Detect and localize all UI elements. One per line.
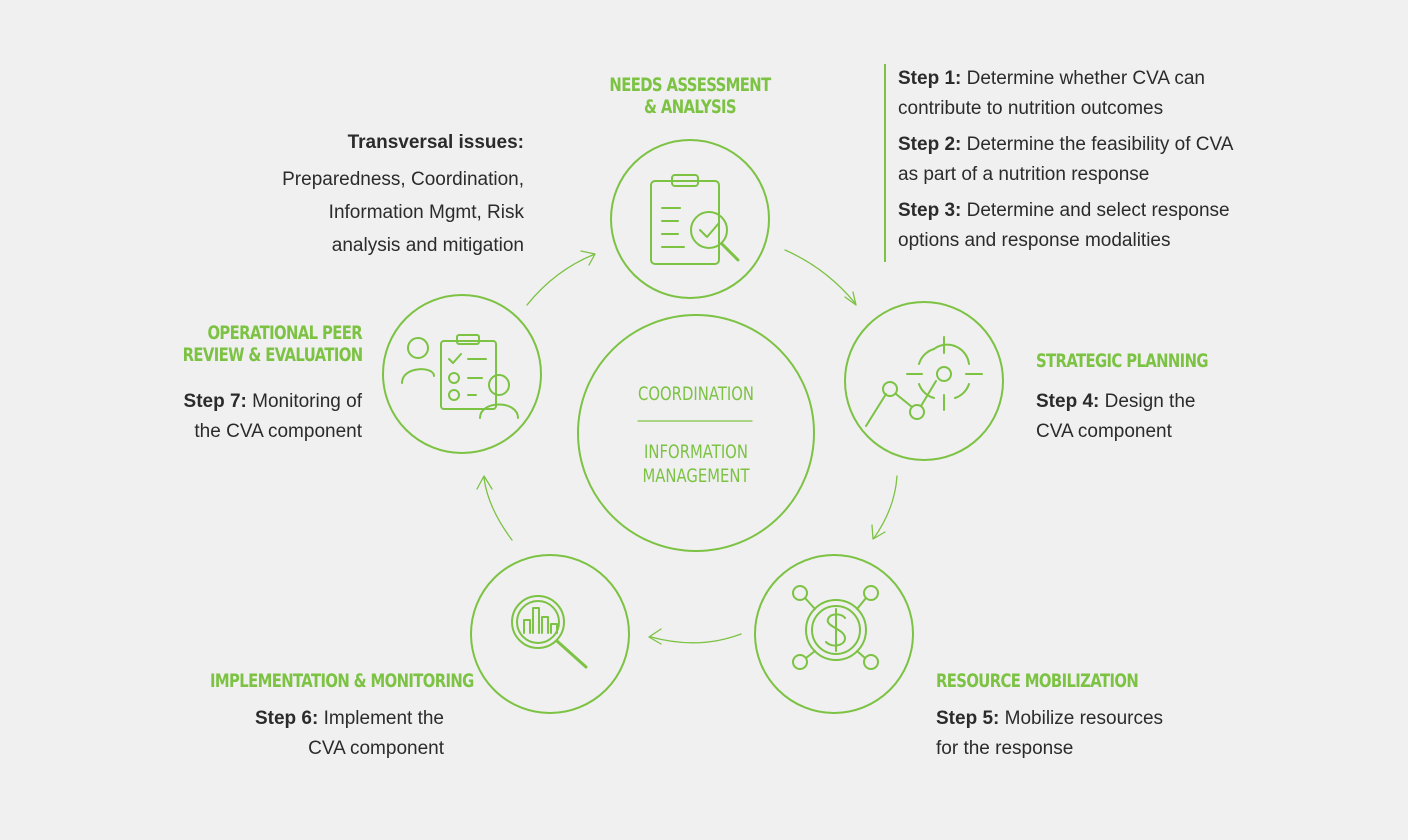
needs-assessment-steps: Step 1: Determine whether CVA can contri… xyxy=(884,64,1338,262)
step-6-text: Step 6: Implement the CVA component xyxy=(254,708,444,759)
arrow-needs-to-strategic xyxy=(784,249,857,306)
step-2-text: Step 2: Determine the feasibility of CVA… xyxy=(898,134,1234,185)
center-information-management-label: INFORMATION MANAGEMENT xyxy=(642,441,750,487)
strategic-planning-title: STRATEGIC PLANNING xyxy=(1036,350,1209,372)
peer-review-circle xyxy=(382,294,542,454)
transversal-heading: Transversal issues: xyxy=(347,132,524,153)
resource-mobilization-title: RESOURCE MOBILIZATION xyxy=(936,670,1139,692)
needs-assessment-circle xyxy=(610,139,770,299)
target-line-chart-icon xyxy=(865,336,983,427)
center-coordination-label: COORDINATION xyxy=(637,383,755,405)
arrow-resource-to-implementation xyxy=(648,628,742,645)
people-checklist-icon xyxy=(401,334,519,419)
center-circle xyxy=(577,314,815,552)
step-5-text: Step 5: Mobilize resources for the respo… xyxy=(936,708,1164,759)
step-1-text: Step 1: Determine whether CVA can contri… xyxy=(898,68,1205,119)
arrow-implementation-to-review xyxy=(476,475,513,541)
arrow-review-to-needs xyxy=(526,250,596,306)
resource-mobilization-circle xyxy=(754,554,914,714)
strategic-planning-circle xyxy=(844,301,1004,461)
dollar-network-icon xyxy=(792,585,879,670)
implementation-circle xyxy=(470,554,630,714)
step-7-text: Step 7: Monitoring of the CVA component xyxy=(183,391,362,442)
step-4-text: Step 4: Design the CVA component xyxy=(1036,391,1196,442)
needs-assessment-title: NEEDS ASSESSMENT & ANALYSIS xyxy=(609,74,771,118)
bar-chart-magnifier-icon xyxy=(511,595,588,669)
step-3-text: Step 3: Determine and select response op… xyxy=(898,200,1230,251)
peer-review-title: OPERATIONAL PEER REVIEW & EVALUATION xyxy=(182,322,363,366)
transversal-issues: Transversal issues: Preparedness, Coordi… xyxy=(180,126,524,262)
implementation-monitoring-title: IMPLEMENTATION & MONITORING xyxy=(210,670,474,692)
arrow-strategic-to-resource xyxy=(871,475,898,540)
clipboard-check-magnifier-icon xyxy=(650,174,740,265)
